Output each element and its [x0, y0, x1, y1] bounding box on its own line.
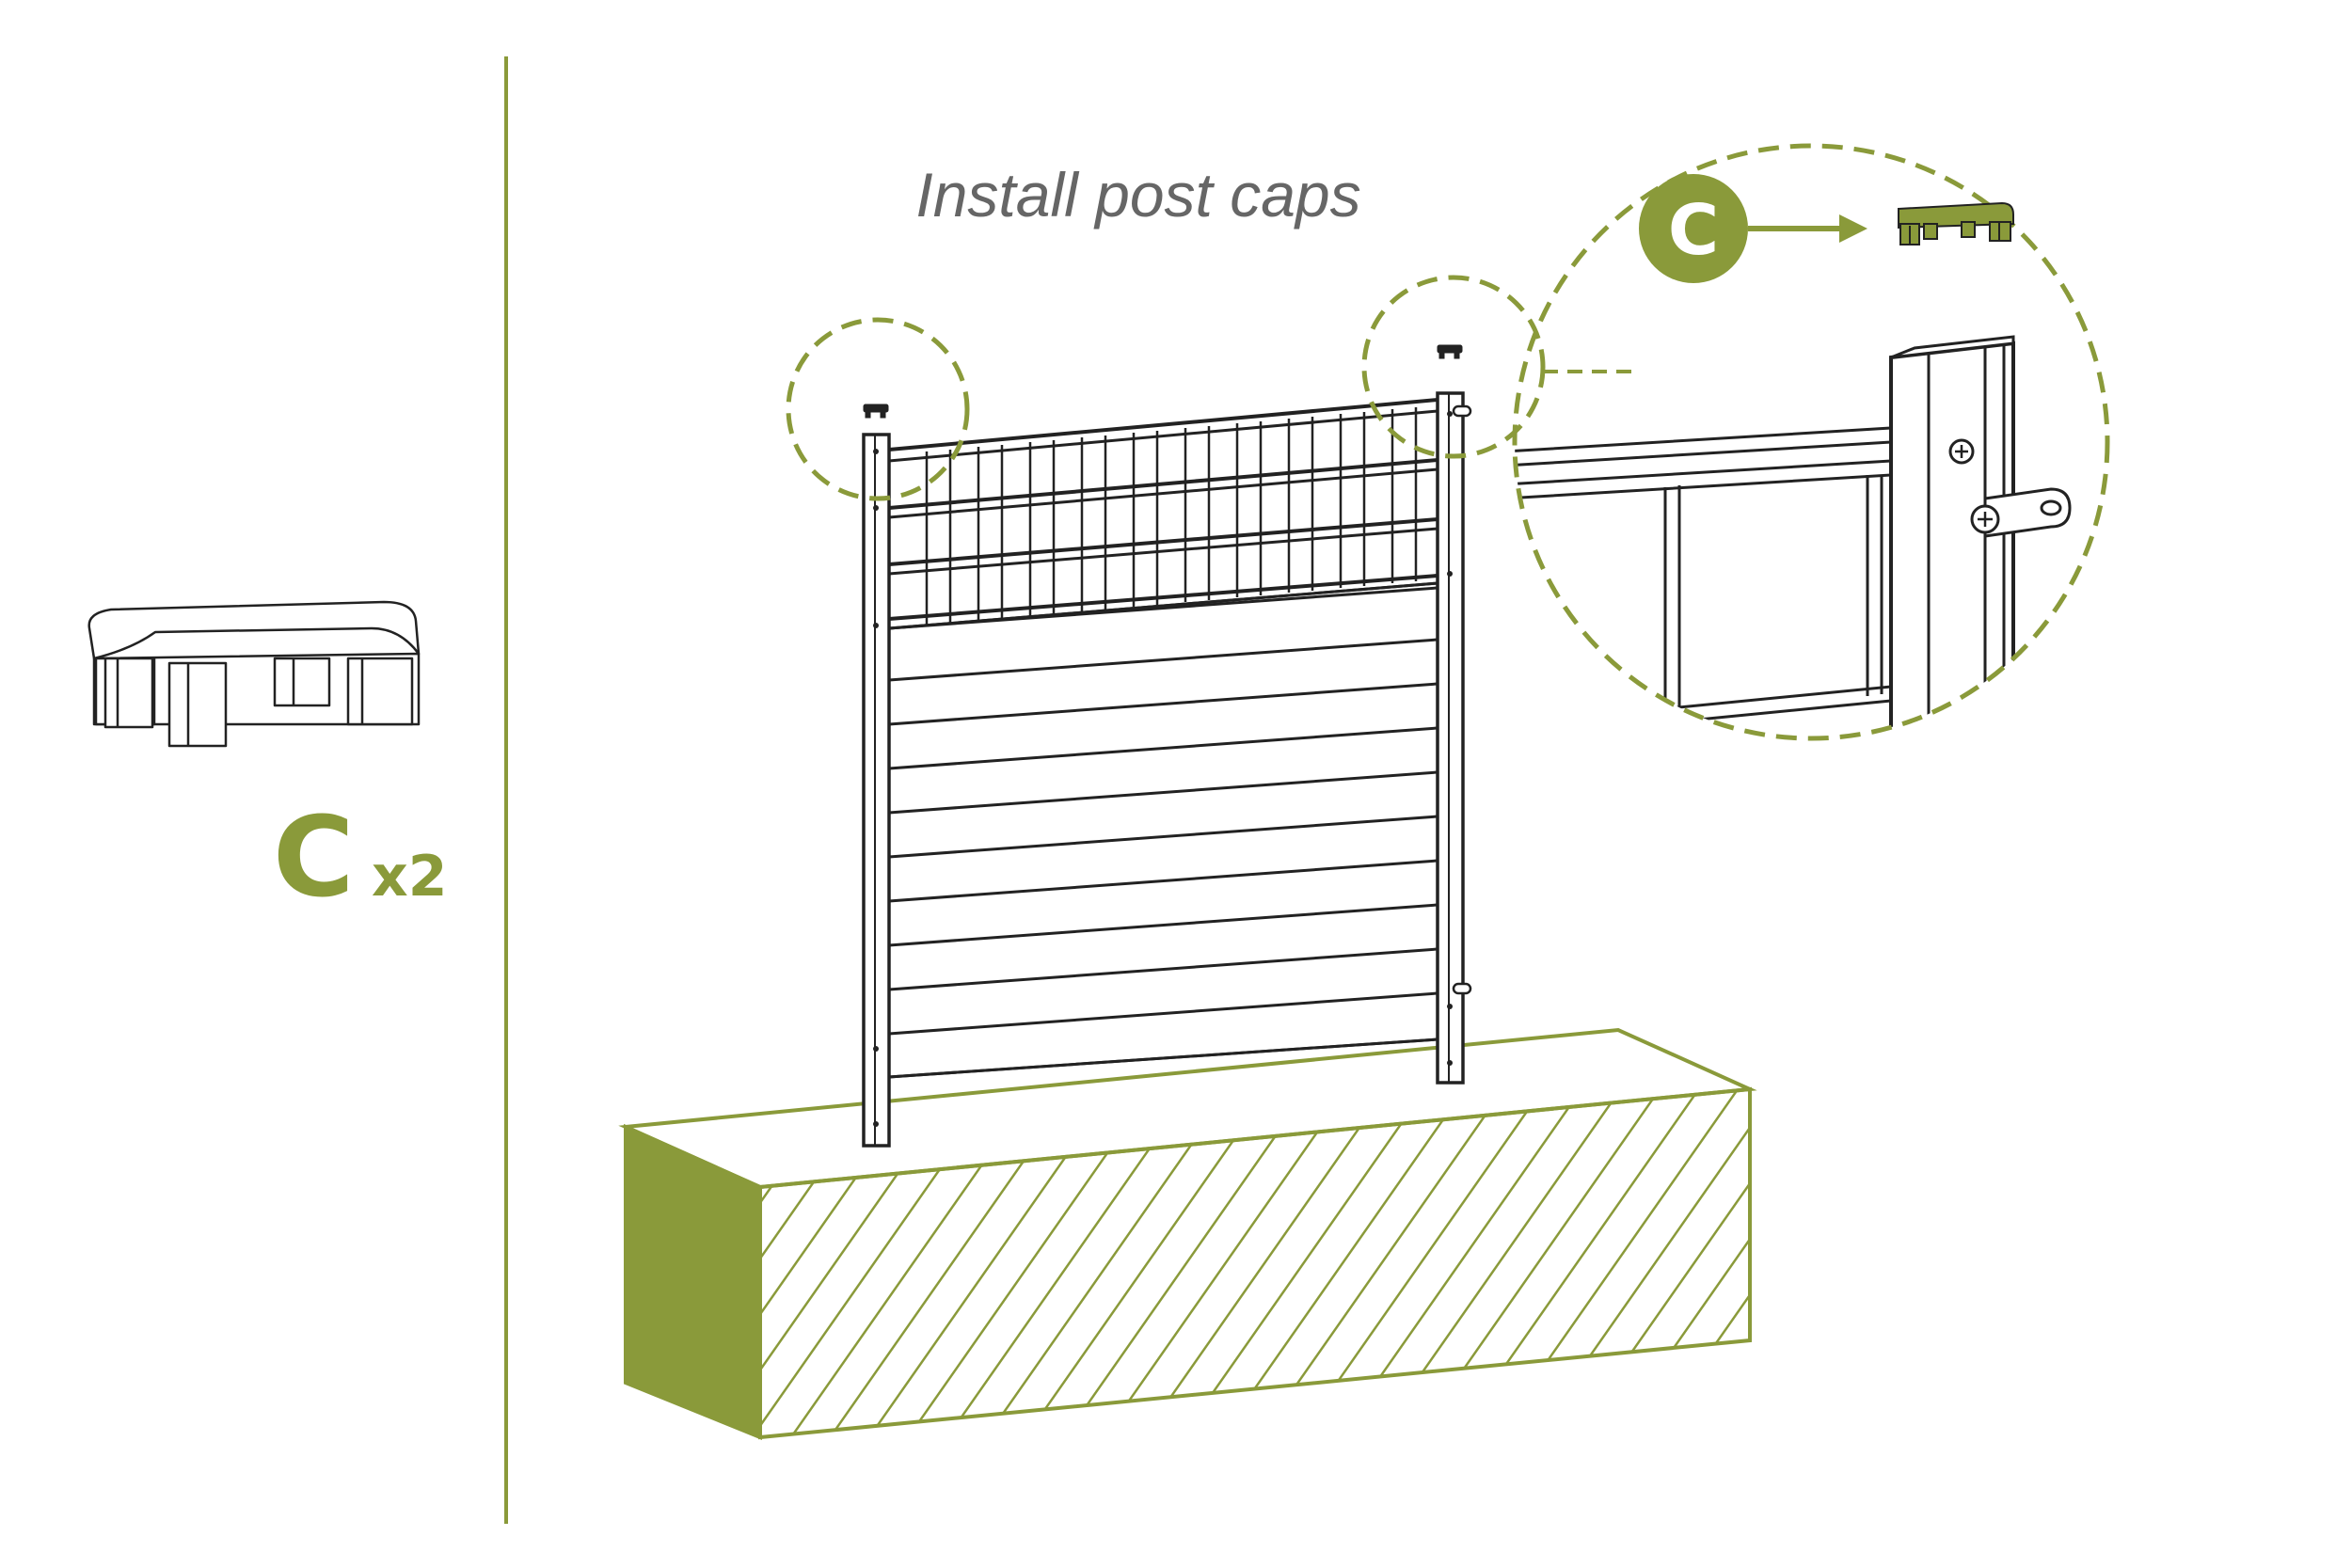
part-quantity: x2 — [372, 844, 447, 910]
highlight-right-post-top — [1361, 275, 1546, 459]
planter-box — [618, 1027, 1757, 1440]
part-letter: C — [273, 792, 355, 922]
lattice-top — [887, 398, 1439, 630]
detail-view — [1515, 335, 2072, 738]
step-title: Install post caps — [915, 160, 1360, 230]
detail-circle-border — [1512, 143, 2110, 741]
callout-letter: C — [1668, 190, 1719, 271]
highlight-left-post-top — [786, 317, 970, 501]
horizontal-planks — [887, 586, 1439, 1079]
fence-panel — [862, 391, 1472, 1148]
arrow-right-icon — [1748, 214, 1867, 243]
right-post — [1436, 391, 1472, 1085]
post-cap-icon — [87, 600, 421, 748]
small-cap-right — [1437, 344, 1463, 359]
left-post — [862, 433, 891, 1148]
green-post-cap-icon — [1898, 201, 2014, 245]
callout-badge — [1639, 174, 1748, 283]
small-cap-left — [863, 404, 889, 419]
